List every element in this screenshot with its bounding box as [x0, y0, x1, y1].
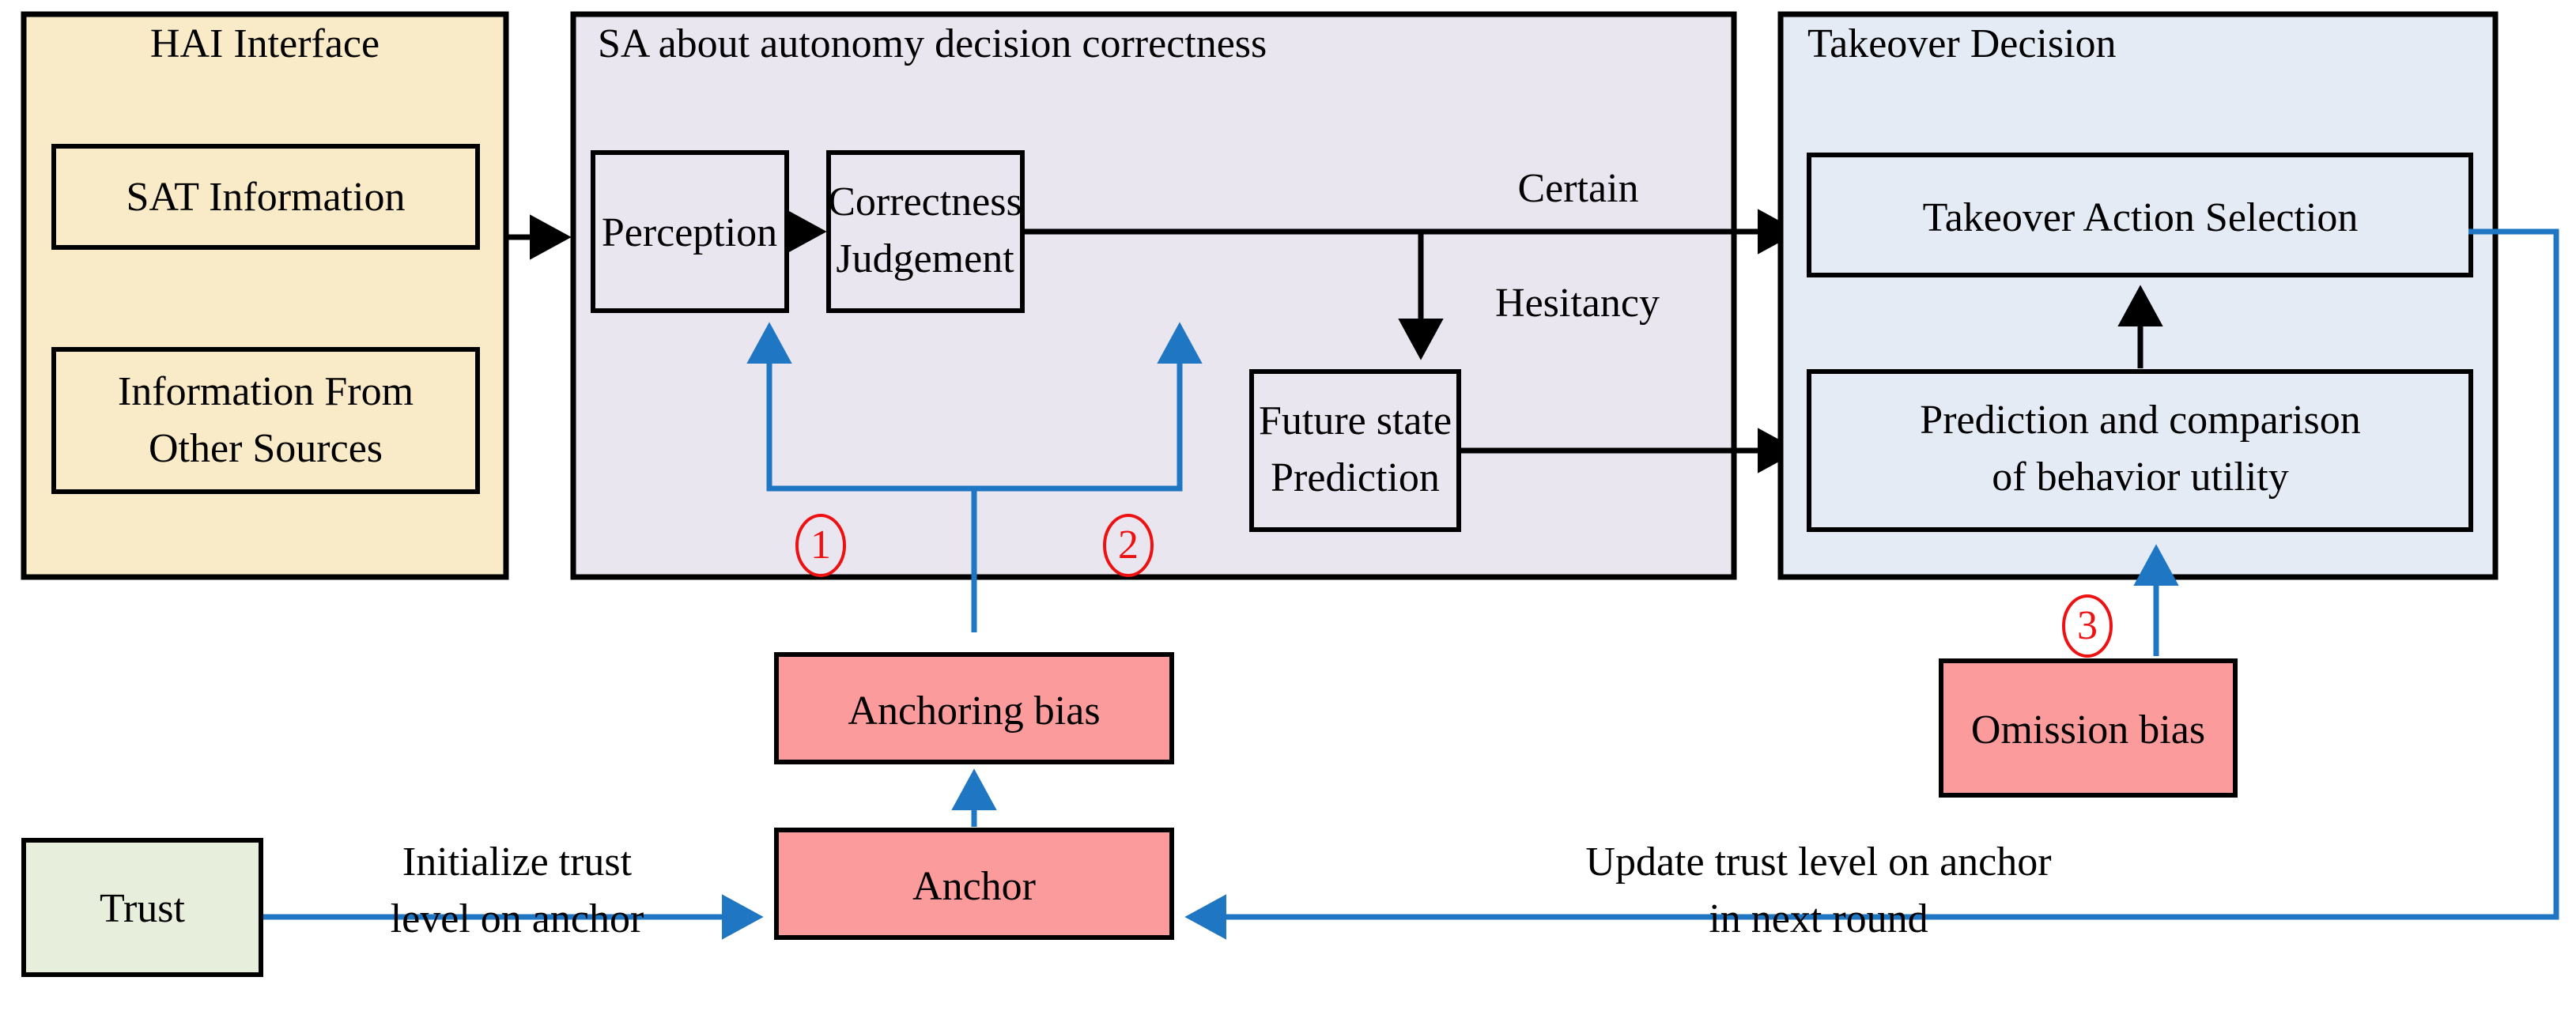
box-takeover-action-selection-label: Takeover Action Selection	[1923, 195, 2359, 240]
edge-label-initialize-line2: level on anchor	[391, 896, 644, 941]
box-future-state-prediction-line2: Prediction	[1271, 455, 1440, 500]
marker-two-number: 2	[1118, 522, 1139, 568]
box-anchor[interactable]	[774, 828, 1174, 940]
box-sat-information-label: SAT Information	[127, 175, 406, 220]
box-correctness-judgement-line2: Judgement	[836, 236, 1014, 281]
box-anchoring-bias-label: Anchoring bias	[848, 688, 1100, 734]
box-omission-bias[interactable]	[1939, 658, 2238, 798]
box-future-state-prediction-line1: Future state	[1259, 398, 1452, 443]
box-correctness-judgement[interactable]	[826, 150, 1025, 313]
marker-one-number: 1	[810, 522, 831, 568]
box-anchoring-bias[interactable]	[774, 652, 1174, 764]
box-prediction-comparison-line2: of behavior utility	[1992, 455, 2288, 500]
box-information-other-sources-line1: Information From	[118, 369, 414, 414]
box-trust-label: Trust	[100, 886, 185, 931]
panel-sa-title: SA about autonomy decision correctness	[598, 21, 1267, 66]
panel-hai-interface-title: HAI Interface	[150, 21, 380, 66]
marker-one-ring	[795, 514, 846, 577]
box-information-other-sources[interactable]	[51, 347, 480, 494]
box-sat-information[interactable]	[51, 144, 480, 250]
edge-label-certain: Certain	[1517, 166, 1638, 211]
marker-two-ring	[1103, 514, 1154, 577]
marker-three-ring	[2062, 594, 2113, 658]
box-prediction-comparison[interactable]	[1807, 369, 2473, 532]
box-takeover-action-selection[interactable]	[1807, 153, 2473, 277]
box-omission-bias-label: Omission bias	[1971, 707, 2205, 753]
box-correctness-judgement-line1: Correctness	[828, 179, 1022, 224]
box-prediction-comparison-line1: Prediction and comparison	[1920, 398, 2360, 443]
box-anchor-label: Anchor	[912, 864, 1036, 909]
box-future-state-prediction[interactable]	[1249, 369, 1461, 532]
edge-anchoring-bias-to-perception	[746, 322, 977, 632]
edge-label-update-line1: Update trust level on anchor	[1585, 839, 2051, 885]
edge-label-hesitancy: Hesitancy	[1495, 281, 1660, 326]
marker-three-number: 3	[2077, 603, 2098, 648]
edge-takeover-action-to-anchor-feedback	[1184, 228, 2559, 940]
edge-label-initialize-line1: Initialize trust	[402, 839, 633, 885]
edge-label-update-line2: in next round	[1709, 896, 1928, 941]
box-trust[interactable]	[21, 838, 263, 977]
box-perception-label: Perception	[602, 210, 777, 255]
panel-takeover-title: Takeover Decision	[1807, 21, 2117, 66]
edge-anchoring-bias-to-correctness	[974, 322, 1203, 492]
box-information-other-sources-line2: Other Sources	[149, 426, 383, 471]
